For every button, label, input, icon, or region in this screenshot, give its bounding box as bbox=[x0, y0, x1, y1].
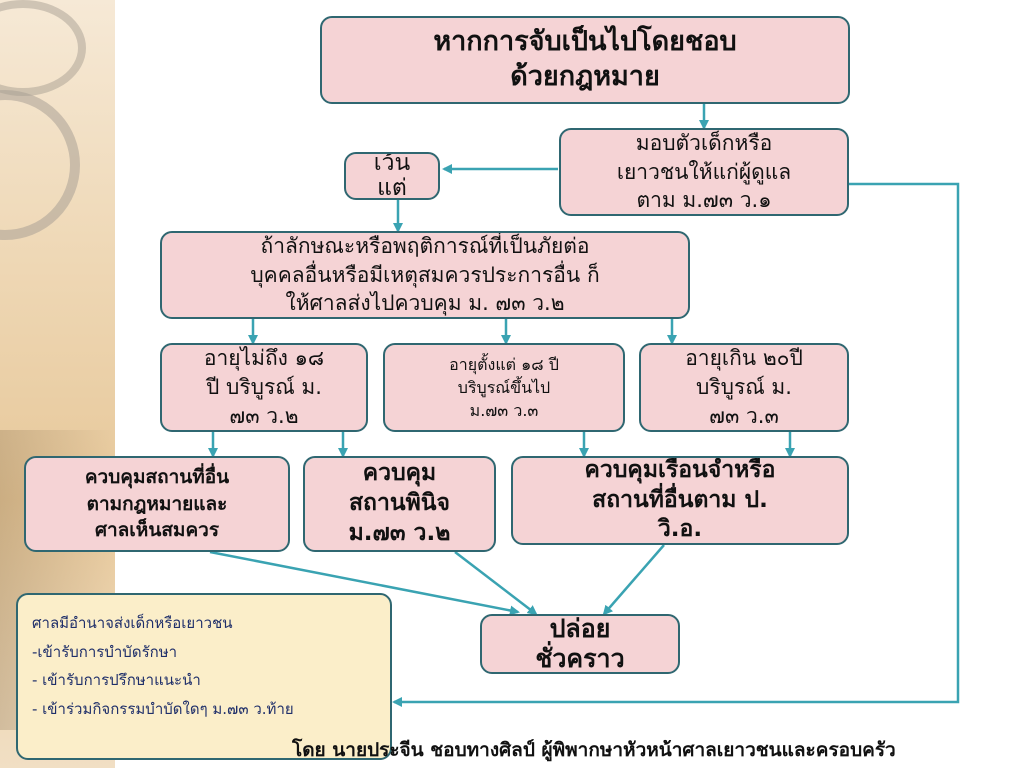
box-age-over-20-text: อายุเกิน ๒๐ปี บริบูรณ์ ม. ๗๓ ว.๓ bbox=[685, 346, 803, 428]
box-release-text: ปล่อย ชั่วคราว bbox=[535, 614, 625, 673]
box-observation-center-custody: ควบคุม สถานพินิจ ม.๗๓ ว.๒ bbox=[303, 456, 496, 552]
box-prison-custody: ควบคุมเรือนจำหรือ สถานที่อื่นตาม ป. วิ.อ… bbox=[511, 456, 849, 545]
box-prison-text: ควบคุมเรือนจำหรือ สถานที่อื่นตาม ป. วิ.อ… bbox=[584, 456, 776, 543]
box-temporary-release: ปล่อย ชั่วคราว bbox=[480, 614, 680, 674]
note-line: ศาลมีอำนาจส่งเด็กหรือเยาวชน bbox=[32, 614, 233, 632]
arrow-prison-to-release bbox=[602, 544, 665, 616]
box-age-under-18-text: อายุไม่ถึง ๑๘ ปี บริบูรณ์ ม. ๗๓ ว.๒ bbox=[203, 346, 325, 428]
court-power-note: ศาลมีอำนาจส่งเด็กหรือเยาวชน -เข้ารับการบ… bbox=[16, 593, 392, 760]
box-other-place-custody: ควบคุมสถานที่อื่น ตามกฎหมายและ ศาลเห็นสม… bbox=[24, 456, 290, 552]
box-age-over-20: อายุเกิน ๒๐ปี บริบูรณ์ ม. ๗๓ ว.๓ bbox=[639, 343, 849, 432]
box-except-text: เว้น แต่ bbox=[373, 152, 411, 200]
box-age-under-18: อายุไม่ถึง ๑๘ ปี บริบูรณ์ ม. ๗๓ ว.๒ bbox=[160, 343, 368, 432]
arrow-observation-to-release bbox=[454, 551, 538, 616]
author-credit: โดย นายประจีน ชอบทางศิลป์ ผู้พิพากษาหัวห… bbox=[292, 739, 896, 761]
note-line: - เข้าร่วมกิจกรรมบำบัดใดๆ ม.๗๓ ว.ท้าย bbox=[32, 699, 294, 718]
note-line: - เข้ารับการปรึกษาแนะนำ bbox=[32, 671, 201, 689]
box-age-from-18: อายุตั้งแต่ ๑๘ ปี บริบูรณ์ขึ้นไป ม.๗๓ ว.… bbox=[383, 343, 625, 432]
note-line: -เข้ารับการบำบัดรักษา bbox=[32, 642, 178, 661]
box-danger-condition: ถ้าลักษณะหรือพฤติการณ์ที่เป็นภัยต่อ บุคค… bbox=[160, 231, 690, 319]
box-age-from-18-text: อายุตั้งแต่ ๑๘ ปี บริบูรณ์ขึ้นไป ม.๗๓ ว.… bbox=[449, 354, 559, 421]
arrow-otherplace-to-release bbox=[209, 550, 520, 616]
box-lawful-arrest-text: หากการจับเป็นไปโดยชอบ ด้วยกฎหมาย bbox=[433, 26, 737, 92]
box-handover-to-guardian: มอบตัวเด็กหรือ เยาวชนให้แก่ผู้ดูแล ตาม ม… bbox=[559, 128, 849, 216]
box-lawful-arrest: หากการจับเป็นไปโดยชอบ ด้วยกฎหมาย bbox=[320, 16, 850, 104]
box-danger-text: ถ้าลักษณะหรือพฤติการณ์ที่เป็นภัยต่อ บุคค… bbox=[250, 233, 600, 316]
decorative-ring bbox=[0, 0, 86, 96]
arrow-handover-to-release-right-loop bbox=[392, 182, 960, 707]
box-except: เว้น แต่ bbox=[344, 152, 440, 200]
box-observation-text: ควบคุม สถานพินิจ ม.๗๓ ว.๒ bbox=[348, 460, 451, 546]
box-other-place-text: ควบคุมสถานที่อื่น ตามกฎหมายและ ศาลเห็นสม… bbox=[84, 466, 230, 542]
box-handover-text: มอบตัวเด็กหรือ เยาวชนให้แก่ผู้ดูแล ตาม ม… bbox=[616, 130, 792, 213]
